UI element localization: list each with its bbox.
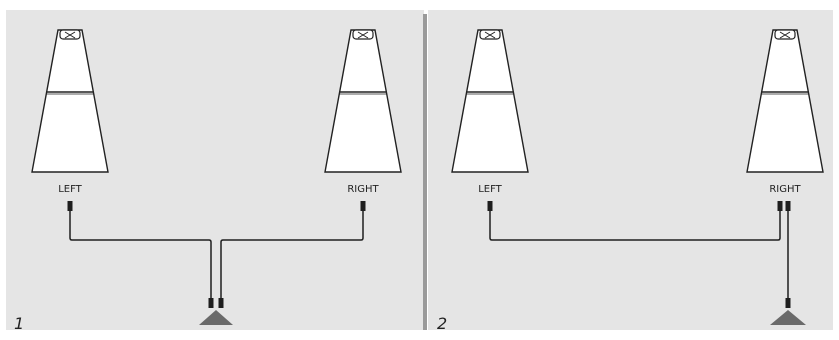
triangle-source-icon <box>199 310 233 325</box>
panel-1: LEFT RIGHT 1 <box>14 29 402 333</box>
cable-left-2 <box>489 205 781 241</box>
cable-left-1 <box>69 205 212 299</box>
panel-number-1: 1 <box>14 314 24 333</box>
plug-icon <box>360 201 366 211</box>
cable-right-1 <box>220 205 364 299</box>
speaker-label-right-1: RIGHT <box>347 184 379 195</box>
plug-icon <box>785 201 791 211</box>
speaker-icon <box>451 29 529 173</box>
panel-2: LEFT RIGHT 2 <box>437 29 824 333</box>
speaker-left-1 <box>31 29 109 173</box>
plug-icon <box>785 298 791 308</box>
speaker-icon <box>324 29 402 173</box>
panel-divider <box>423 14 427 330</box>
speaker-icon <box>31 29 109 173</box>
speaker-right-1 <box>324 29 402 173</box>
speaker-label-right-2: RIGHT <box>769 184 801 195</box>
plug-icon <box>487 201 493 211</box>
panel-number-2: 2 <box>437 314 447 333</box>
speaker-right-2 <box>746 29 824 173</box>
plug-icon <box>208 298 214 308</box>
plug-icon <box>218 298 224 308</box>
speaker-label-left-2: LEFT <box>478 184 502 195</box>
plug-icon <box>67 201 73 211</box>
triangle-source-icon <box>770 310 806 325</box>
speaker-left-2 <box>451 29 529 173</box>
speaker-label-left-1: LEFT <box>58 184 82 195</box>
speaker-icon <box>746 29 824 173</box>
plug-icon <box>777 201 783 211</box>
